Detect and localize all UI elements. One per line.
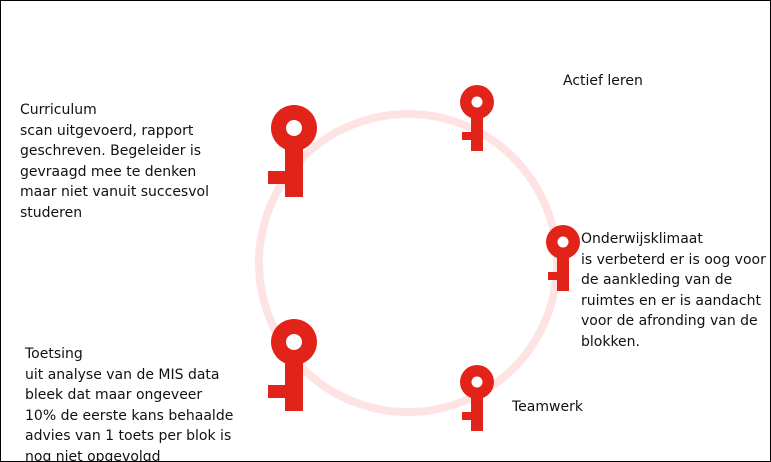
node-text-line: 10% de eerste kans behaalde [25,407,234,424]
node-text-line: advies van 1 toets per blok is [25,428,232,444]
node-text-line: maar niet vanuit succesvol [20,184,209,200]
node-text-line: is verbeterd er is oog voor [581,251,766,268]
node-text-line: studeren [20,204,83,221]
key-icon [546,225,580,291]
key-icon [268,319,317,411]
key-icon [460,365,494,431]
node-teamwerk: Teamwerk [512,397,583,418]
node-curriculum: Curriculum scan uitgevoerd, rapport gesc… [20,100,209,223]
node-title: Actief leren [563,73,643,89]
node-onderwijsklimaat: Onderwijsklimaat is verbeterd er is oog … [581,229,766,352]
node-text-line: blokken. [581,333,640,350]
node-text-line: scan uitgevoerd, rapport [20,122,194,139]
node-text-line: gevraagd mee te denken [20,163,197,180]
node-text-line: voor de afronding van de [581,313,758,329]
node-title: Teamwerk [512,399,583,415]
node-text-line: de aankleding van de [581,272,733,288]
key-icon [460,85,494,151]
node-toetsing: Toetsing uit analyse van de MIS data ble… [25,344,234,462]
node-text-line: uit analyse van de MIS data [25,366,220,383]
node-text-line: ruimtes en er is aandacht [581,292,761,309]
node-title: Toetsing [25,346,83,362]
node-title: Onderwijsklimaat [581,231,703,247]
node-actief-leren: Actief leren [563,71,643,92]
node-text-line: bleek dat maar ongeveer [25,387,203,403]
node-title: Curriculum [20,102,97,118]
key-icon [268,105,317,197]
node-text-line: nog niet opgevolgd [25,448,161,462]
node-text-line: geschreven. Begeleider is [20,143,202,159]
